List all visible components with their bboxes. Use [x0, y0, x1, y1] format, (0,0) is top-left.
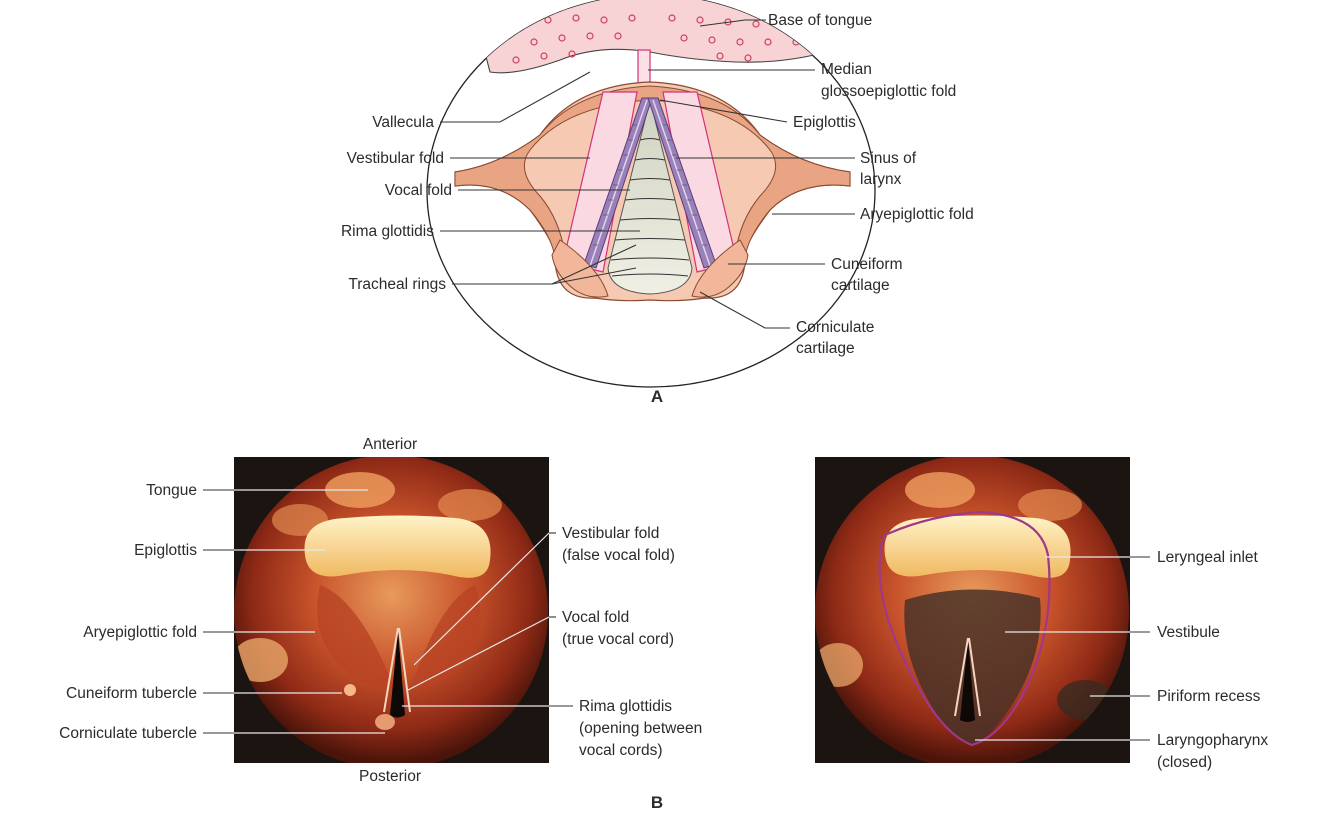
- label-cuneiform-tubercle: Cuneiform tubercle: [66, 685, 197, 702]
- label-median-fold-line1: Median: [821, 61, 872, 78]
- label-vestibular-fold-b-line2: (false vocal fold): [562, 547, 675, 564]
- label-corniculate-line1: Corniculate: [796, 319, 874, 336]
- label-rima-glottidis-b-line2: (opening between: [579, 720, 702, 737]
- label-corniculate-tubercle: Corniculate tubercle: [59, 725, 197, 742]
- label-anterior: Anterior: [363, 436, 417, 453]
- label-cuneiform-line2: cartilage: [831, 277, 890, 294]
- label-epiglottis-b: Epiglottis: [134, 542, 197, 559]
- panel-letter-b: B: [651, 793, 663, 812]
- label-rima-glottidis-b-line3: vocal cords): [579, 742, 663, 759]
- label-corniculate-line2: cartilage: [796, 340, 855, 357]
- panel-b-photo-left: [232, 457, 549, 763]
- label-aryepiglottic-fold-a: Aryepiglottic fold: [860, 206, 974, 223]
- epiglottis-photo-left: [305, 516, 491, 578]
- label-laryngopharynx-line2: (closed): [1157, 754, 1212, 771]
- label-rima-glottidis-a: Rima glottidis: [341, 223, 434, 240]
- label-posterior: Posterior: [359, 768, 421, 785]
- label-vocal-fold-b-line2: (true vocal cord): [562, 631, 674, 648]
- label-rima-glottidis-b-line1: Rima glottidis: [579, 698, 672, 715]
- label-vestibular-fold-a: Vestibular fold: [347, 150, 444, 167]
- label-vallecula: Vallecula: [372, 114, 434, 131]
- label-sinus-line2: larynx: [860, 171, 902, 188]
- label-laryngeal-inlet: Leryngeal inlet: [1157, 549, 1259, 566]
- label-tracheal-rings: Tracheal rings: [348, 276, 446, 293]
- label-epiglottis-a: Epiglottis: [793, 114, 856, 131]
- label-base-of-tongue: Base of tongue: [768, 12, 872, 29]
- label-vestibule: Vestibule: [1157, 624, 1220, 641]
- label-vestibular-fold-b-line1: Vestibular fold: [562, 525, 659, 542]
- label-cuneiform-line1: Cuneiform: [831, 256, 903, 273]
- label-vocal-fold-b-line1: Vocal fold: [562, 609, 629, 626]
- label-aryepiglottic-fold-b: Aryepiglottic fold: [83, 624, 197, 641]
- label-sinus-line1: Sinus of: [860, 150, 917, 167]
- label-tongue-b: Tongue: [146, 482, 197, 499]
- label-median-fold-line2: glossoepiglottic fold: [821, 83, 956, 100]
- label-piriform-recess: Piriform recess: [1157, 688, 1261, 705]
- label-vocal-fold-a: Vocal fold: [385, 182, 452, 199]
- panel-a-diagram: Base of tongue Median glossoepiglottic f…: [341, 0, 974, 406]
- panel-letter-a: A: [651, 387, 663, 406]
- panel-b-photo-right: [813, 457, 1130, 763]
- label-laryngopharynx-line1: Laryngopharynx: [1157, 732, 1268, 749]
